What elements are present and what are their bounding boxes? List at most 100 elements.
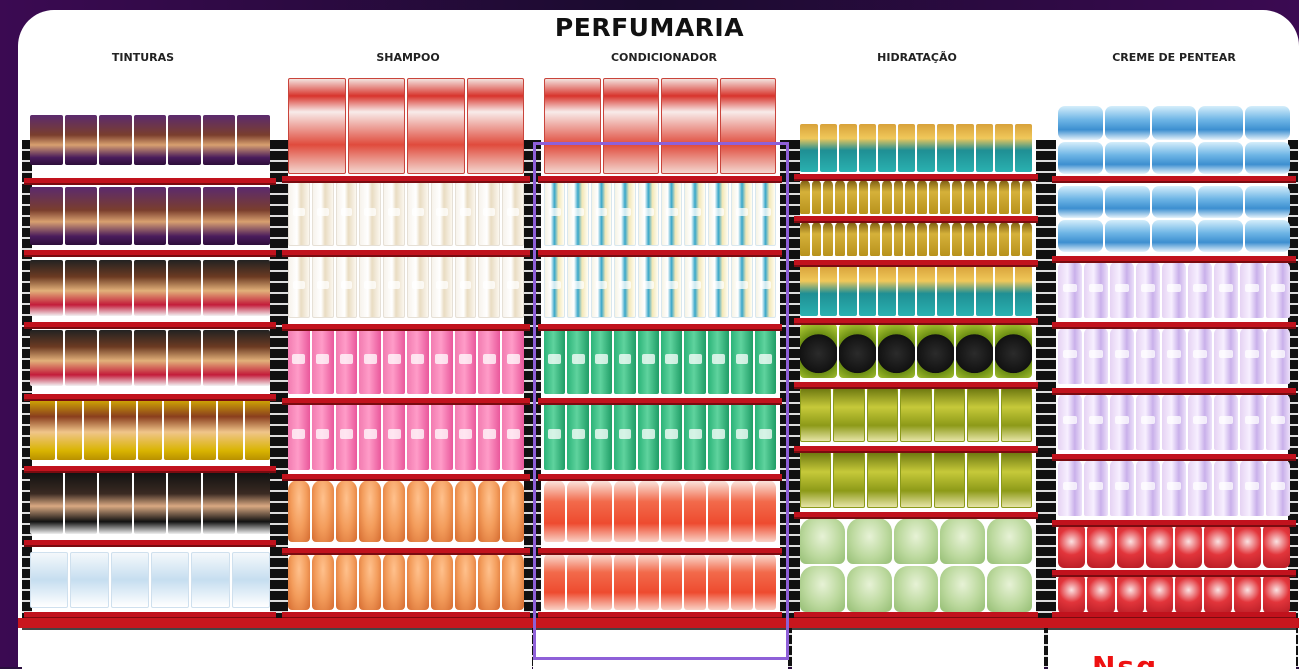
product-facing[interactable] xyxy=(567,256,589,318)
product-facing[interactable] xyxy=(1214,262,1238,318)
product-facing[interactable] xyxy=(707,182,730,246)
product-facing[interactable] xyxy=(823,222,834,256)
product-facing[interactable] xyxy=(1198,220,1244,252)
product-facing[interactable] xyxy=(684,328,706,394)
product-facing[interactable] xyxy=(237,330,271,386)
product-facing[interactable] xyxy=(64,260,98,316)
product-facing[interactable] xyxy=(661,480,683,542)
product-facing[interactable] xyxy=(731,182,753,246)
product-facing[interactable] xyxy=(661,182,683,246)
product-facing[interactable] xyxy=(754,328,777,394)
product-facing[interactable] xyxy=(1104,186,1150,218)
product-facing[interactable] xyxy=(133,472,167,534)
product-facing[interactable] xyxy=(707,328,730,394)
product-facing[interactable] xyxy=(202,472,236,534)
product-facing[interactable] xyxy=(383,182,405,246)
product-facing[interactable] xyxy=(987,180,997,214)
product-facing[interactable] xyxy=(819,124,837,172)
product-facing[interactable] xyxy=(245,398,271,460)
product-facing[interactable] xyxy=(846,222,857,256)
product-facing[interactable] xyxy=(800,566,845,612)
product-facing[interactable] xyxy=(150,552,190,608)
product-facing[interactable] xyxy=(1262,524,1290,568)
product-facing[interactable] xyxy=(56,398,82,460)
product-facing[interactable] xyxy=(1198,186,1244,218)
selection-frame[interactable] xyxy=(533,142,789,660)
product-facing[interactable] xyxy=(1010,222,1021,256)
product-facing[interactable] xyxy=(168,260,201,316)
product-facing[interactable] xyxy=(893,518,939,564)
product-facing[interactable] xyxy=(995,324,1032,378)
product-facing[interactable] xyxy=(1084,394,1108,450)
product-facing[interactable] xyxy=(1204,524,1232,568)
product-facing[interactable] xyxy=(288,78,346,174)
product-facing[interactable] xyxy=(383,402,405,470)
product-facing[interactable] xyxy=(311,256,334,318)
product-facing[interactable] xyxy=(952,180,962,214)
product-facing[interactable] xyxy=(311,182,334,246)
product-facing[interactable] xyxy=(288,328,310,394)
product-facing[interactable] xyxy=(893,180,904,214)
product-facing[interactable] xyxy=(1084,262,1108,318)
product-facing[interactable] xyxy=(406,182,429,246)
product-facing[interactable] xyxy=(800,180,810,214)
product-facing[interactable] xyxy=(133,187,167,245)
product-facing[interactable] xyxy=(975,266,993,316)
product-facing[interactable] xyxy=(133,115,167,165)
product-facing[interactable] xyxy=(881,222,892,256)
product-facing[interactable] xyxy=(1110,262,1134,318)
product-facing[interactable] xyxy=(952,222,962,256)
product-facing[interactable] xyxy=(1188,262,1212,318)
product-facing[interactable] xyxy=(731,480,753,542)
product-facing[interactable] xyxy=(168,187,201,245)
product-facing[interactable] xyxy=(987,518,1032,564)
product-facing[interactable] xyxy=(30,330,63,386)
product-facing[interactable] xyxy=(963,222,974,256)
product-facing[interactable] xyxy=(567,552,589,610)
product-facing[interactable] xyxy=(1014,266,1032,316)
product-facing[interactable] xyxy=(1058,142,1103,174)
product-facing[interactable] xyxy=(1110,394,1134,450)
product-facing[interactable] xyxy=(202,260,236,316)
product-facing[interactable] xyxy=(347,78,405,174)
product-facing[interactable] xyxy=(544,402,566,470)
product-facing[interactable] xyxy=(544,552,566,610)
product-facing[interactable] xyxy=(893,566,939,612)
product-facing[interactable] xyxy=(897,124,915,172)
product-facing[interactable] xyxy=(846,518,892,564)
product-facing[interactable] xyxy=(30,552,69,608)
product-facing[interactable] xyxy=(940,222,951,256)
product-facing[interactable] xyxy=(661,328,683,394)
product-facing[interactable] xyxy=(335,182,358,246)
product-facing[interactable] xyxy=(502,256,524,318)
product-facing[interactable] xyxy=(133,330,167,386)
product-facing[interactable] xyxy=(430,182,453,246)
product-facing[interactable] xyxy=(1151,142,1197,174)
product-facing[interactable] xyxy=(30,472,63,534)
product-facing[interactable] xyxy=(1136,394,1160,450)
product-facing[interactable] xyxy=(99,187,132,245)
product-facing[interactable] xyxy=(661,256,683,318)
product-facing[interactable] xyxy=(1058,574,1086,614)
product-facing[interactable] xyxy=(881,180,892,214)
product-facing[interactable] xyxy=(359,402,382,470)
product-facing[interactable] xyxy=(454,480,477,542)
product-facing[interactable] xyxy=(614,256,636,318)
product-facing[interactable] xyxy=(1240,328,1264,384)
product-facing[interactable] xyxy=(684,182,706,246)
product-facing[interactable] xyxy=(544,78,601,174)
product-facing[interactable] xyxy=(800,388,832,442)
product-facing[interactable] xyxy=(614,552,636,610)
product-facing[interactable] xyxy=(168,115,201,165)
product-facing[interactable] xyxy=(1151,186,1197,218)
product-facing[interactable] xyxy=(858,124,876,172)
product-facing[interactable] xyxy=(64,115,98,165)
product-facing[interactable] xyxy=(1084,460,1108,516)
product-facing[interactable] xyxy=(1104,142,1150,174)
product-facing[interactable] xyxy=(288,480,310,542)
product-facing[interactable] xyxy=(1110,460,1134,516)
product-facing[interactable] xyxy=(567,480,589,542)
product-facing[interactable] xyxy=(288,182,310,246)
product-facing[interactable] xyxy=(998,222,1009,256)
product-facing[interactable] xyxy=(731,402,753,470)
